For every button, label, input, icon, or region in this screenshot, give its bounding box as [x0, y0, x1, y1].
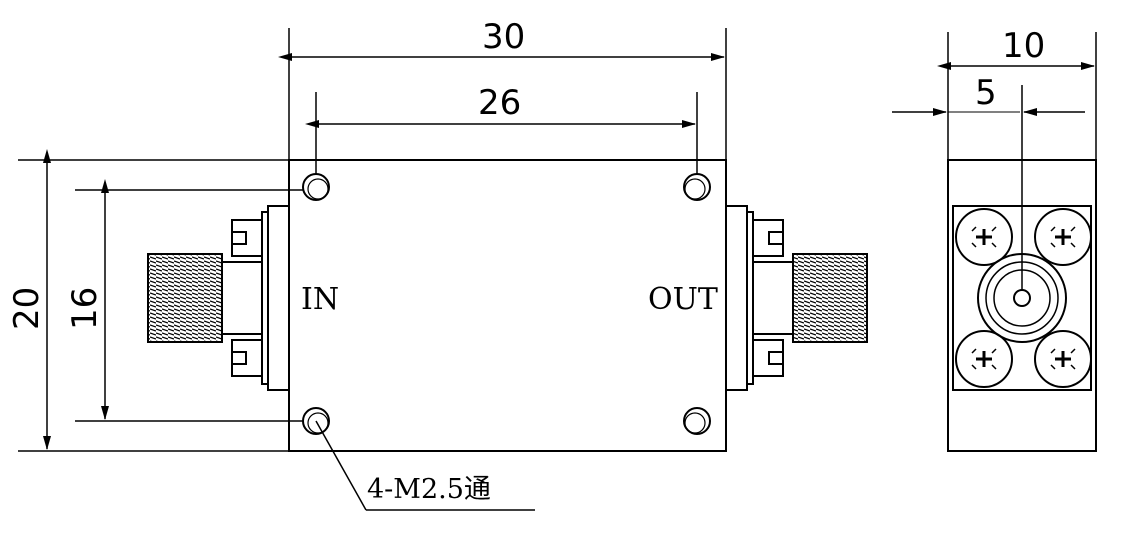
dimension-side-5 — [892, 85, 1085, 290]
dimension-height-20 — [18, 149, 289, 452]
dimension-label-10: 10 — [1002, 26, 1045, 66]
dimension-height-16 — [75, 179, 304, 422]
screw — [955, 330, 1013, 388]
input-label: IN — [301, 282, 339, 317]
hole-callout-leader — [315, 420, 535, 511]
screw — [1034, 208, 1092, 266]
dimension-label-5: 5 — [975, 73, 997, 113]
hole-callout-text: 4-M2.5通 — [367, 474, 491, 505]
output-label: OUT — [648, 282, 718, 317]
input-connector — [147, 205, 290, 391]
dimension-width-26 — [305, 92, 698, 174]
dimension-label-30: 30 — [482, 17, 525, 57]
dimension-width-30 — [278, 28, 727, 160]
screw — [955, 208, 1013, 266]
mounting-hole — [683, 407, 711, 435]
side-view — [947, 159, 1097, 452]
dimension-label-16: 16 — [65, 287, 105, 330]
output-connector — [725, 205, 868, 391]
dimension-side-10 — [937, 32, 1097, 160]
dimension-label-26: 26 — [478, 83, 521, 123]
screw — [1034, 330, 1092, 388]
dimension-label-20: 20 — [7, 287, 47, 330]
